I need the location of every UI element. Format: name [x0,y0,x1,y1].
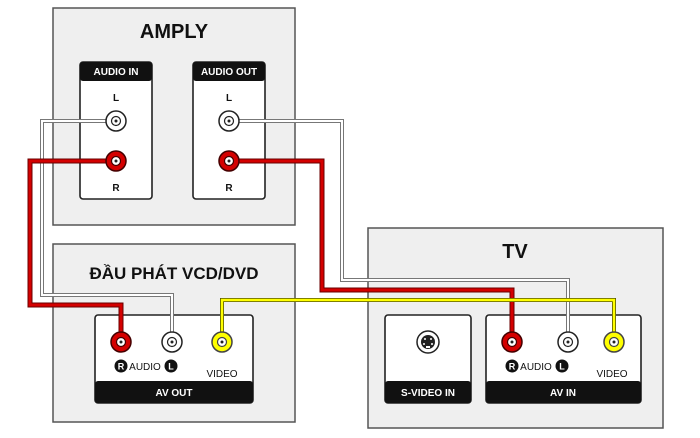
av-out-l-jack[interactable] [161,331,183,353]
white-cable-audio-out-to-tv [236,119,570,332]
audio-out-left-label: L [226,93,232,104]
audio-in-left-label: L [113,93,119,104]
av-in-footer: AV IN [550,388,576,399]
red-cable-audio-in-to-player [27,158,124,332]
amply-title: AMPLY [140,21,209,43]
av-out-video-label: VIDEO [206,369,237,380]
av-out-r-jack[interactable] [110,331,132,353]
av-in-video-jack[interactable] [603,331,625,353]
audio-in-l-jack[interactable] [105,110,127,132]
av-in-l-badge [555,359,569,373]
white-cable-audio-in-to-player [40,119,174,332]
av-in-r-badge [505,359,519,373]
av-out-r-badge-text: R [118,362,125,372]
s-video-in-panel: S-VIDEO IN [384,314,472,404]
audio-out-header: AUDIO OUT [201,67,257,78]
red-cable-audio-out-to-tv [236,158,515,332]
av-in-panel: AV IN R AUDIO L VIDEO [485,314,642,404]
av-out-l-badge-text: L [168,362,174,372]
audio-in-r-jack[interactable] [105,150,127,172]
audio-out-r-jack[interactable] [218,150,240,172]
av-in-r-badge-text: R [509,362,516,372]
av-in-video-label: VIDEO [596,369,627,380]
audio-in-right-label: R [112,183,120,194]
av-out-l-badge [164,359,178,373]
tv-title: TV [502,241,528,263]
yellow-video-cable [220,298,616,334]
av-in-r-jack[interactable] [501,331,523,353]
av-out-footer: AV OUT [155,388,192,399]
s-video-jack[interactable] [416,330,440,354]
s-video-in-footer: S-VIDEO IN [401,388,455,399]
player-title: ĐẦU PHÁT VCD/DVD [89,264,258,283]
av-in-audio-label: AUDIO [520,362,552,373]
av-out-video-jack[interactable] [211,331,233,353]
audio-out-l-jack[interactable] [218,110,240,132]
av-in-l-badge-text: L [559,362,565,372]
av-out-r-badge [114,359,128,373]
av-out-audio-label: AUDIO [129,362,161,373]
av-in-l-jack[interactable] [557,331,579,353]
audio-out-right-label: R [225,183,233,194]
audio-in-header: AUDIO IN [94,67,139,78]
